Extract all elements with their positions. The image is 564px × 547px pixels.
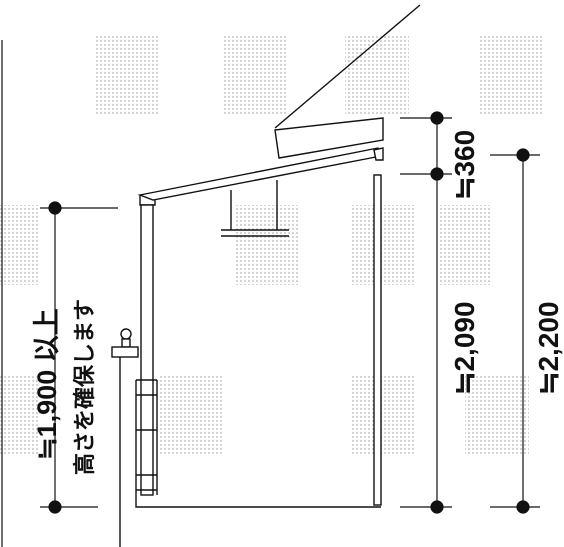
watermark-block bbox=[345, 35, 409, 115]
front-post bbox=[135, 204, 158, 496]
watermark-block bbox=[236, 205, 300, 285]
watermark-block bbox=[160, 375, 224, 455]
person-head bbox=[120, 328, 132, 340]
roof-end-cap bbox=[373, 147, 384, 161]
watermark-block bbox=[350, 375, 414, 455]
clearance-value-label: ≒1,900 以上 bbox=[32, 308, 62, 460]
clearance-note-label: 高さを確保します bbox=[72, 299, 98, 475]
watermark-block bbox=[478, 35, 542, 115]
watermark-block bbox=[222, 35, 286, 115]
person-figure bbox=[111, 328, 139, 547]
house-eave-board bbox=[274, 117, 384, 159]
rear-wall bbox=[373, 174, 382, 506]
watermark-block bbox=[440, 205, 490, 285]
dimension-1900 bbox=[40, 201, 118, 514]
post-column bbox=[140, 204, 154, 496]
watermark bbox=[0, 35, 542, 455]
dim-2200-label: ≒2,200 bbox=[533, 301, 564, 395]
house-roof-line bbox=[274, 4, 421, 129]
watermark-block bbox=[465, 375, 529, 455]
roof-hanger bbox=[221, 180, 289, 237]
watermark-block bbox=[0, 205, 40, 285]
house-eave bbox=[274, 4, 421, 159]
dim-360-label: ≒360 bbox=[449, 130, 480, 200]
dim-2090-label: ≒2,090 bbox=[449, 301, 480, 395]
watermark-block bbox=[96, 35, 160, 115]
roof-panel bbox=[137, 147, 382, 201]
dimension-2200 bbox=[490, 148, 540, 514]
ground-line bbox=[135, 495, 381, 508]
dimension-2090 bbox=[400, 111, 452, 514]
watermark-block bbox=[350, 205, 414, 285]
wall-column bbox=[373, 174, 382, 506]
carport-roof bbox=[137, 147, 384, 206]
watermark-block bbox=[0, 375, 40, 455]
